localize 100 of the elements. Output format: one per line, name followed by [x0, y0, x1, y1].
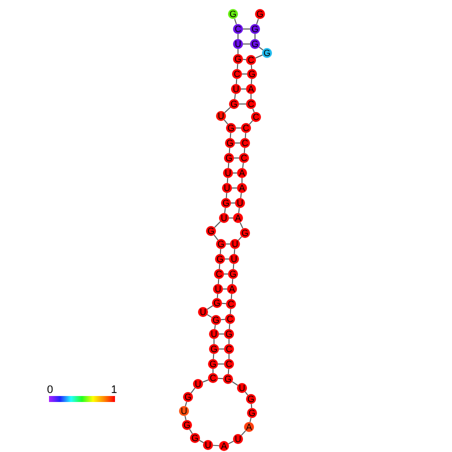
- base-pair-line: [230, 202, 236, 204]
- nucleotide-circle: C: [225, 314, 235, 324]
- nucleotide-circle: A: [244, 422, 254, 432]
- backbone-line: [212, 444, 220, 446]
- backbone-line: [240, 430, 246, 436]
- backbone-line: [228, 162, 230, 168]
- nucleotide-circle: U: [203, 440, 213, 450]
- backbone-line: [250, 403, 252, 409]
- base-pair-line: [220, 318, 226, 320]
- backbone-line: [244, 132, 246, 138]
- scale-label: 1: [111, 385, 118, 396]
- backbone-line: [212, 368, 214, 374]
- backbone-line: [242, 162, 244, 169]
- nucleotide-circle: U: [179, 406, 189, 416]
- nucleotide-circle: U: [223, 168, 233, 178]
- backbone-line: [232, 278, 234, 284]
- nucleotide-circle: G: [216, 239, 226, 249]
- backbone-line: [206, 305, 214, 310]
- nucleotide-circle: U: [198, 307, 208, 317]
- backbone-line: [212, 354, 214, 360]
- nucleotide-circle: G: [182, 420, 192, 430]
- backbone-line: [190, 387, 196, 394]
- nucleotide-circle: U: [219, 213, 229, 223]
- nucleotide-circle: G: [247, 69, 257, 79]
- nucleotide-circle: A: [246, 84, 256, 94]
- base-pair-line: [218, 348, 224, 350]
- nucleotide-circle: G: [229, 99, 239, 109]
- nucleotide-circle: G: [233, 54, 243, 64]
- base-pair-line: [240, 88, 246, 90]
- backbone-line: [230, 294, 232, 300]
- nucleotide-circle: C: [214, 269, 224, 279]
- nucleotide-circle: G: [246, 394, 256, 404]
- nucleotide-circle: G: [240, 228, 250, 238]
- nucleotide-circle: G: [250, 24, 260, 34]
- nucleotide-circle: G: [209, 344, 219, 354]
- nucleotide-circle: C: [246, 55, 256, 65]
- nucleotide-circle: G: [250, 39, 260, 49]
- nucleotide-circle: U: [193, 379, 203, 389]
- nucleotide-circle: G: [215, 254, 225, 264]
- nucleotide-circle: G: [183, 392, 193, 402]
- backbone-line: [228, 324, 230, 330]
- nucleotide-circle: U: [237, 383, 247, 393]
- backbone-line: [234, 93, 236, 100]
- backbone-line: [228, 148, 230, 154]
- nucleotide-circle: U: [231, 84, 241, 94]
- nucleotide-circle: U: [209, 329, 219, 339]
- nucleotide-circle: C: [224, 359, 234, 369]
- nucleotide-circle: G: [190, 433, 200, 443]
- backbone-line: [256, 18, 259, 25]
- backbone-line: [250, 417, 252, 423]
- nucleotide-circle: G: [226, 123, 236, 133]
- nucleotide-circle: A: [219, 441, 229, 451]
- nucleotide-circle: U: [213, 284, 223, 294]
- backbone-line: [240, 192, 242, 199]
- backbone-line: [254, 34, 256, 40]
- nucleotide-circle: C: [240, 138, 250, 148]
- nucleotide-circle: C: [226, 299, 236, 309]
- nucleotide-circle: C: [251, 112, 261, 122]
- backbone-line: [238, 207, 240, 214]
- backbone-line: [230, 308, 232, 314]
- nucleotide-circle: C: [233, 24, 243, 34]
- nucleotide-circle: A: [227, 284, 237, 294]
- nucleotide-circle: G: [225, 138, 235, 148]
- nucleotide-circle: U: [235, 198, 245, 208]
- scale-label: 0: [47, 385, 54, 396]
- backbone-line: [184, 415, 186, 421]
- nucleotide-circle: G: [211, 315, 221, 325]
- backbone-line: [234, 18, 237, 25]
- nucleotide-circle: C: [239, 153, 249, 163]
- nucleotide-circle: G: [255, 9, 265, 19]
- backbone-line: [244, 148, 246, 154]
- nucleotide-circle: U: [233, 434, 243, 444]
- nucleotide-circle: G: [206, 226, 216, 236]
- nucleotide-circle: G: [223, 374, 233, 384]
- backbone-line: [258, 46, 264, 50]
- nucleotide-circle: C: [241, 123, 251, 133]
- nucleotide-circle: A: [237, 168, 247, 178]
- nucleotide-circle: A: [233, 213, 243, 223]
- backbone-line: [248, 120, 254, 125]
- nucleotide-circle: G: [224, 153, 234, 163]
- backbone-line: [244, 391, 248, 396]
- backbone-line: [218, 278, 220, 284]
- backbone-line: [228, 354, 230, 360]
- nucleotide-circle: C: [246, 99, 256, 109]
- backbone-line: [228, 368, 230, 374]
- backbone-line: [214, 221, 221, 228]
- backbone-line: [250, 78, 252, 84]
- nucleotide-circle: U: [216, 111, 226, 121]
- base-pair-line: [218, 378, 224, 380]
- nucleotide-circle: U: [233, 39, 243, 49]
- nucleotide-circle: U: [222, 183, 232, 193]
- backbone-line: [216, 293, 218, 299]
- backbone-line: [226, 178, 228, 184]
- backbone-line: [236, 78, 238, 84]
- base-pair-line: [234, 142, 240, 144]
- nucleotide-circle: U: [229, 254, 239, 264]
- base-pair-line: [222, 288, 228, 290]
- nucleotide-circle: G: [212, 298, 222, 308]
- backbone-line: [214, 234, 218, 241]
- nucleotide-circle: U: [230, 239, 240, 249]
